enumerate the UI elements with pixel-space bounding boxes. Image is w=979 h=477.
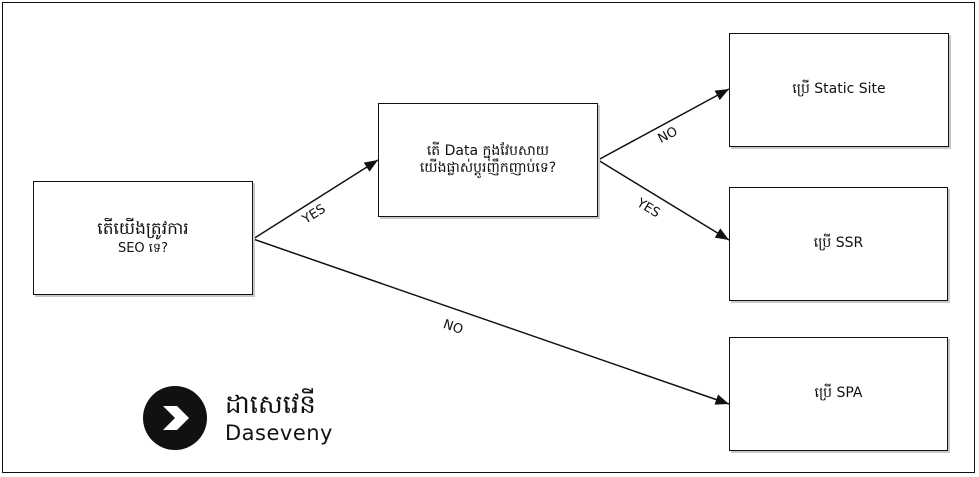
edge-data-to-ssr bbox=[597, 159, 730, 241]
brand-name-latin: Daseveny bbox=[225, 421, 333, 445]
brand: ដាសេវេនី Daseveny bbox=[143, 386, 333, 450]
edge-data-to-static bbox=[597, 88, 730, 161]
result-ssr: ប្រើ SSR bbox=[729, 187, 948, 301]
result-spa: ប្រើ SPA bbox=[729, 337, 948, 451]
ssr-label: ប្រើ SSR bbox=[813, 235, 864, 252]
decision-data-changes: តើ Data ក្នុងវែបសាយ យើងផ្លាស់ប្តូរញឹកញាប… bbox=[378, 103, 598, 217]
edge-seo-to-data bbox=[252, 159, 379, 240]
chevron-right-icon bbox=[143, 386, 207, 450]
static-site-label: ប្រើ Static Site bbox=[792, 81, 886, 98]
brand-name-khmer: ដាសេវេនី bbox=[225, 389, 316, 420]
need-seo-line2: SEO ទេ? bbox=[117, 240, 169, 256]
result-static-site: ប្រើ Static Site bbox=[729, 33, 949, 147]
edge-seo-to-spa bbox=[252, 238, 730, 405]
spa-label: ប្រើ SPA bbox=[814, 385, 863, 402]
data-changes-line2: យើងផ្លាស់ប្តូរញឹកញាប់ទេ? bbox=[419, 160, 557, 176]
need-seo-line1: តើយើងត្រូវការ bbox=[97, 219, 189, 240]
data-changes-line1: តើ Data ក្នុងវែបសាយ bbox=[426, 142, 550, 159]
decision-need-seo: តើយើងត្រូវការ SEO ទេ? bbox=[33, 181, 253, 295]
